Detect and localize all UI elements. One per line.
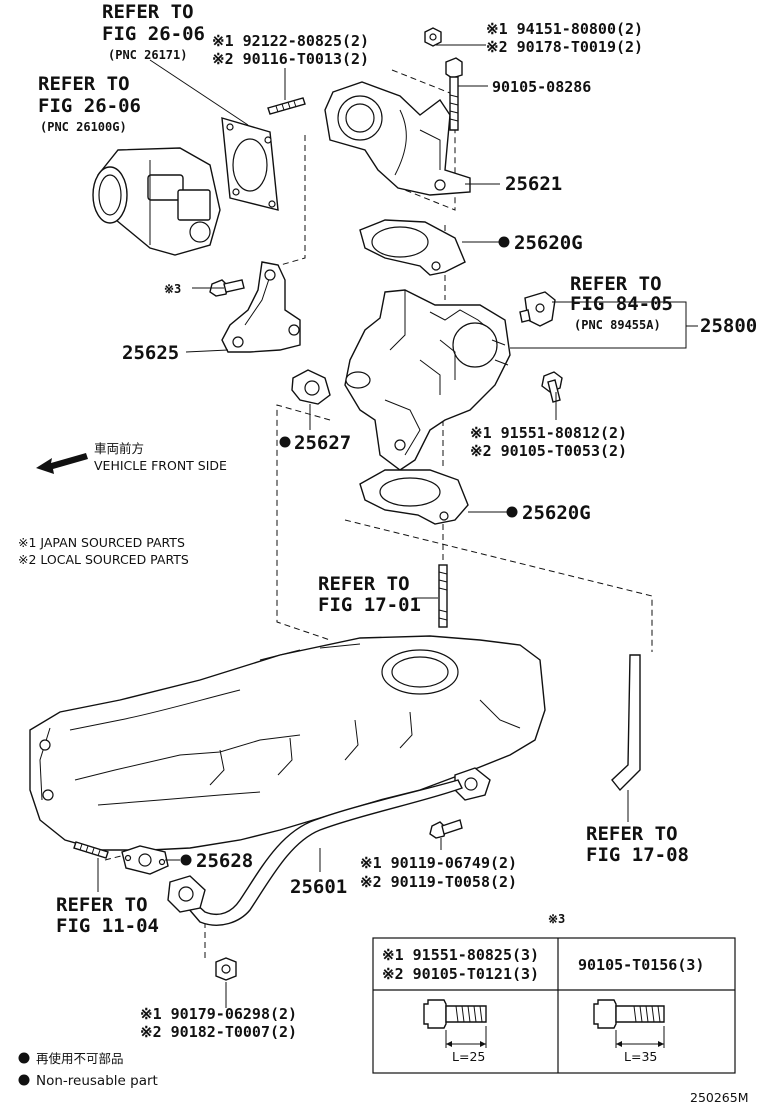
bolt-mid-pn1: ※1 91551-80812(2) [470,424,627,442]
tube-17-08[interactable] [611,654,641,792]
legend-en: Non-reusable part [36,1073,158,1089]
non-reusable-dot [506,506,518,518]
ref-17-08-line1: REFER TO [586,823,678,845]
non-reusable-dot [180,854,192,866]
legend-jp: 再使用不可部品 [36,1051,124,1066]
label-25620g-bottom: 25620G [522,502,591,524]
nut-bottom[interactable] [215,957,237,981]
gasket-25627[interactable] [291,369,331,405]
stud-top-pn2: ※2 90116-T0013(2) [212,50,369,68]
legend-dot-icon [18,1074,30,1086]
bolt-l35-icon [593,999,665,1048]
egr-sensor[interactable] [519,291,556,327]
ref-26-06-a-line1: REFER TO [102,1,194,23]
ref-84-05-line2: FIG 84-05 [570,293,673,315]
bolt-table: ※3 ※1 91551-80825(3) ※2 90105-T0121(3) 9… [372,912,736,1074]
ref-17-01-line2: FIG 17-01 [318,594,421,616]
ref-26-06-b-line1: REFER TO [38,73,130,95]
throttle-body[interactable] [92,147,221,256]
gasket-25628[interactable] [121,845,169,875]
nut-top-pn2: ※2 90178-T0019(2) [486,38,643,56]
bracket-25625[interactable] [221,261,301,353]
ref-84-05-line3: (PNC 89455A) [574,318,661,332]
table-col2-length: L=35 [624,1049,657,1064]
bolt-low-pn2: ※2 90119-T0058(2) [360,873,517,891]
label-25628: 25628 [196,850,253,872]
label-25627: 25627 [294,432,351,454]
gasket-25620g-bottom[interactable] [359,469,469,525]
nut-top[interactable] [424,27,442,47]
ref-84-05-line1: REFER TO [570,273,662,295]
mark3-label: ※3 [164,282,181,296]
stud-bolt[interactable] [267,97,306,115]
bolt-l25-icon [423,999,487,1048]
ref-11-04-line1: REFER TO [56,894,148,916]
intake-pipe-25621[interactable] [324,81,471,196]
label-25800: 25800 [700,315,757,337]
egr-valve-25800[interactable] [344,289,511,471]
non-reusable-dot [498,236,510,248]
ref-17-08-line2: FIG 17-08 [586,844,689,866]
table-col1-length: L=25 [452,1049,485,1064]
stud-17-01[interactable] [438,564,448,628]
ref-11-04-line2: FIG 11-04 [56,915,159,937]
label-25601: 25601 [290,876,347,898]
label-25621: 25621 [505,173,562,195]
gasket-25620g-top[interactable] [359,219,466,276]
leader-lines [97,44,698,1008]
table-col1-pn2: ※2 90105-T0121(3) [382,965,539,983]
vehicle-front-en: VEHICLE FRONT SIDE [94,458,227,473]
stud-11-04[interactable] [73,841,109,859]
label-25625: 25625 [122,342,179,364]
legend-dot-icon [18,1052,30,1064]
ref-26-06-b-line2: FIG 26-06 [38,95,141,117]
bolt-low-pn1: ※1 90119-06749(2) [360,854,517,872]
ref-17-01-line1: REFER TO [318,573,410,595]
note-japan: ※1 JAPAN SOURCED PARTS [18,535,185,550]
nut-bottom-pn1: ※1 90179-06298(2) [140,1005,297,1023]
bolt-low[interactable] [429,819,463,839]
figure-code: 250265M [690,1090,749,1105]
table-mark: ※3 [548,912,565,926]
vehicle-front-arrow [36,453,88,474]
table-col2-pn: 90105-T0156(3) [578,956,704,974]
throttle-gasket[interactable] [221,117,279,211]
intake-manifold[interactable] [29,635,546,851]
bolt-mid-pn2: ※2 90105-T0053(2) [470,442,627,460]
ref-26-06-a-line2: FIG 26-06 [102,23,205,45]
bolt-top-pn: 90105-08286 [492,78,591,96]
legend: 再使用不可部品 Non-reusable part [18,1051,158,1089]
note-local: ※2 LOCAL SOURCED PARTS [18,552,189,567]
ref-26-06-b-line3: (PNC 26100G) [40,120,127,134]
egr-pipe-25601[interactable] [167,767,491,926]
table-col1-pn1: ※1 91551-80825(3) [382,946,539,964]
bolt-mid[interactable] [541,371,563,403]
non-reusable-dot [279,436,291,448]
label-25620g-top: 25620G [514,232,583,254]
bolt-long[interactable] [445,57,463,131]
stud-top-pn1: ※1 92122-80825(2) [212,32,369,50]
nut-top-pn1: ※1 94151-80800(2) [486,20,643,38]
ref-26-06-a-line3: (PNC 26171) [108,48,187,62]
vehicle-front-jp: 車両前方 [94,441,144,456]
nut-bottom-pn2: ※2 90182-T0007(2) [140,1023,297,1041]
